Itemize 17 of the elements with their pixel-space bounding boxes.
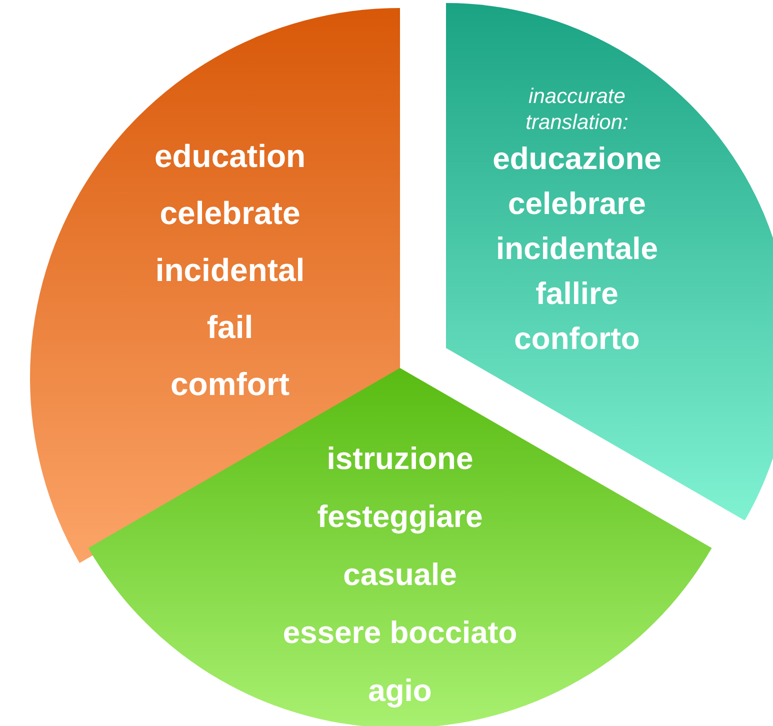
word-label: casuale	[343, 556, 457, 594]
word-label: agio	[368, 672, 432, 710]
note-text: inaccurate translation:	[524, 84, 630, 136]
word-label: incidentale	[496, 230, 658, 268]
word-label: essere bocciato	[282, 614, 518, 652]
word-label: fallire	[536, 275, 618, 313]
word-label: conforto	[514, 320, 640, 358]
word-label: istruzione	[326, 440, 474, 478]
word-label: educazione	[492, 140, 662, 178]
word-label: festeggiare	[317, 498, 483, 536]
word-label: comfort	[170, 365, 290, 404]
word-label: education	[154, 137, 306, 176]
word-label: celebrate	[160, 194, 300, 233]
pie-segment	[88, 368, 712, 726]
word-label: incidental	[155, 251, 305, 290]
word-label: celebrare	[508, 185, 646, 223]
word-label: fail	[206, 308, 254, 347]
